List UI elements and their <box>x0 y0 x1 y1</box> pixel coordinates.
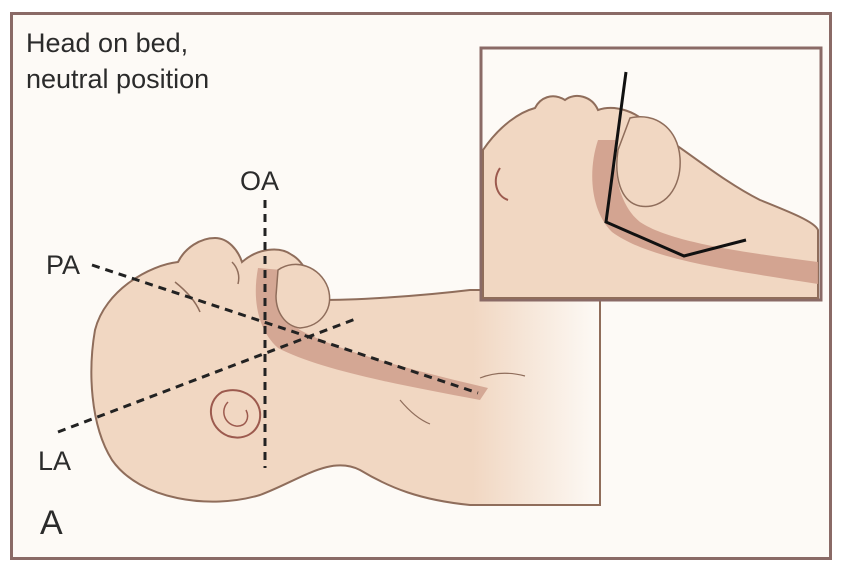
pa-label: PA <box>46 250 80 281</box>
tongue <box>276 264 330 328</box>
panel-letter: A <box>40 504 63 543</box>
ear <box>211 390 260 437</box>
oa-label: OA <box>240 166 279 197</box>
inset-tongue <box>617 117 680 207</box>
la-label: LA <box>38 446 71 477</box>
caption-line-1: Head on bed, <box>26 26 188 60</box>
caption-line-2: neutral position <box>26 62 209 96</box>
